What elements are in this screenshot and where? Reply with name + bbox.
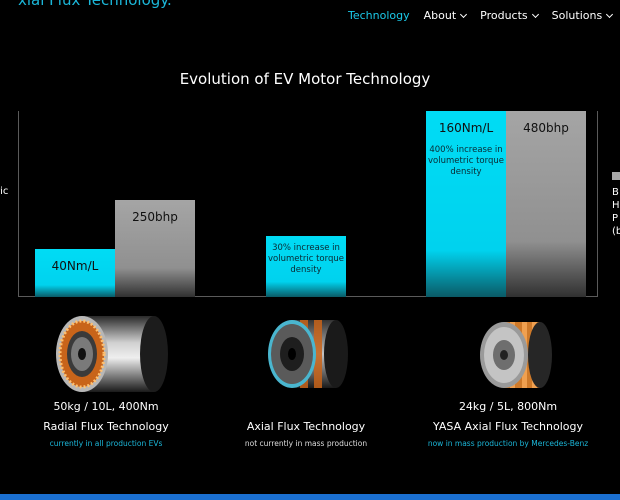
- bottom-accent-bar: [0, 494, 620, 500]
- legend-line: (b: [612, 226, 620, 237]
- bar-value-label: 480bhp: [523, 121, 569, 135]
- bar-value-label: 160Nm/L: [438, 121, 494, 135]
- legend-line: B: [612, 187, 619, 198]
- chart-frame: 40Nm/L 250bhp 30% increase in volumetric…: [18, 111, 598, 297]
- nav-products[interactable]: Products: [480, 9, 539, 22]
- site-tagline: xial Flux Technology.: [18, 0, 172, 9]
- bar-value-label: 40Nm/L: [51, 259, 99, 273]
- bar-torque-yasa: 160Nm/L 400% increase in volumetric torq…: [426, 111, 506, 297]
- bar-power-radial: 250bhp: [115, 200, 195, 297]
- motor-status-yasa: now in mass production by Mercedes-Benz: [427, 439, 589, 448]
- motor-status-axial: not currently in mass production: [244, 439, 368, 448]
- legend-text-fragment: B H P (b: [612, 186, 620, 238]
- motor-title-axial: Axial Flux Technology: [246, 420, 366, 433]
- chevron-down-icon: [606, 10, 614, 18]
- yasa-motor-image: [480, 322, 552, 388]
- bar-torque-radial: 40Nm/L: [35, 249, 115, 297]
- motor-title-radial: Radial Flux Technology: [43, 420, 169, 433]
- main-nav: Technology About Products Solutions Ca: [348, 9, 620, 22]
- motor-spec-radial: 50kg / 10L, 400Nm: [53, 400, 159, 413]
- nav-about[interactable]: About: [423, 9, 468, 22]
- nav-solutions-label: Solutions: [551, 9, 603, 22]
- nav-technology-label: Technology: [348, 9, 410, 22]
- motor-title-yasa: YASA Axial Flux Technology: [433, 420, 583, 433]
- chevron-down-icon: [531, 10, 539, 18]
- bar-note: 400% increase in volumetric torque densi…: [428, 145, 504, 177]
- bar-note: 30% increase in volumetric torque densit…: [268, 243, 344, 275]
- chevron-down-icon: [460, 10, 468, 18]
- bar-power-yasa: 480bhp: [506, 111, 586, 297]
- nav-about-label: About: [423, 9, 457, 22]
- nav-technology[interactable]: Technology: [348, 9, 410, 22]
- legend-swatch-power: [612, 172, 620, 180]
- motor-status-radial: currently in all production EVs: [49, 439, 163, 448]
- axis-label-fragment: ric: [0, 186, 9, 197]
- chart-title: Evolution of EV Motor Technology: [179, 70, 431, 88]
- nav-products-label: Products: [480, 9, 528, 22]
- axial-motor-image: [268, 320, 348, 388]
- legend-line: P: [612, 213, 619, 224]
- legend-line: H: [612, 200, 620, 211]
- nav-solutions[interactable]: Solutions: [551, 9, 614, 22]
- motor-spec-yasa: 24kg / 5L, 800Nm: [458, 400, 558, 413]
- bar-torque-axial: 30% increase in volumetric torque densit…: [266, 236, 346, 297]
- radial-motor-image: [56, 316, 168, 392]
- bar-value-label: 250bhp: [132, 210, 178, 224]
